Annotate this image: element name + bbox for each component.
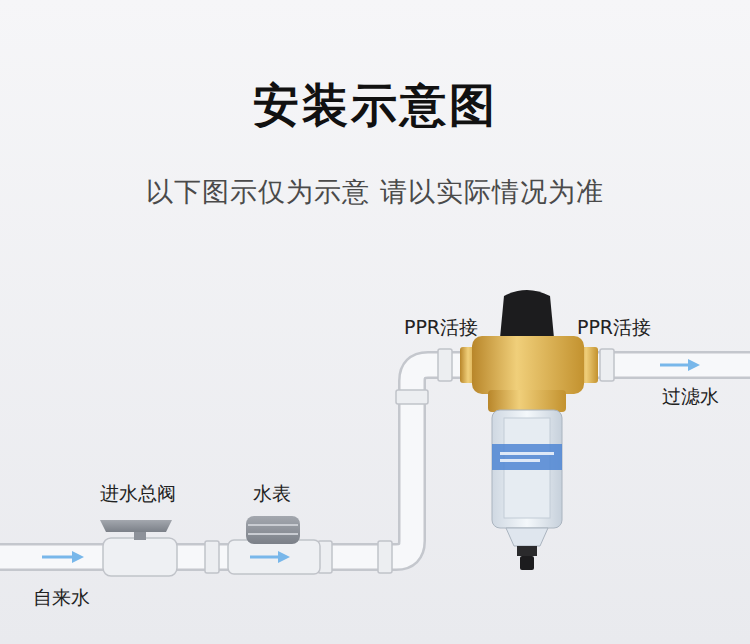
outlet-label: 过滤水 (662, 385, 719, 408)
valve-label: 进水总阀 (100, 482, 176, 505)
main-valve (100, 520, 177, 576)
inlet-label: 自来水 (33, 586, 90, 609)
fitting-label: PPR活接 (404, 316, 478, 339)
caption: 以下图示仅为示意 请以实际情况为准 (0, 176, 750, 208)
water-meter (228, 516, 320, 574)
title: 安装示意图 (0, 78, 750, 133)
pipe (0, 365, 750, 557)
fitting-label: PPR活接 (577, 316, 651, 339)
meter-label: 水表 (253, 482, 291, 505)
flow-arrow (42, 359, 700, 563)
